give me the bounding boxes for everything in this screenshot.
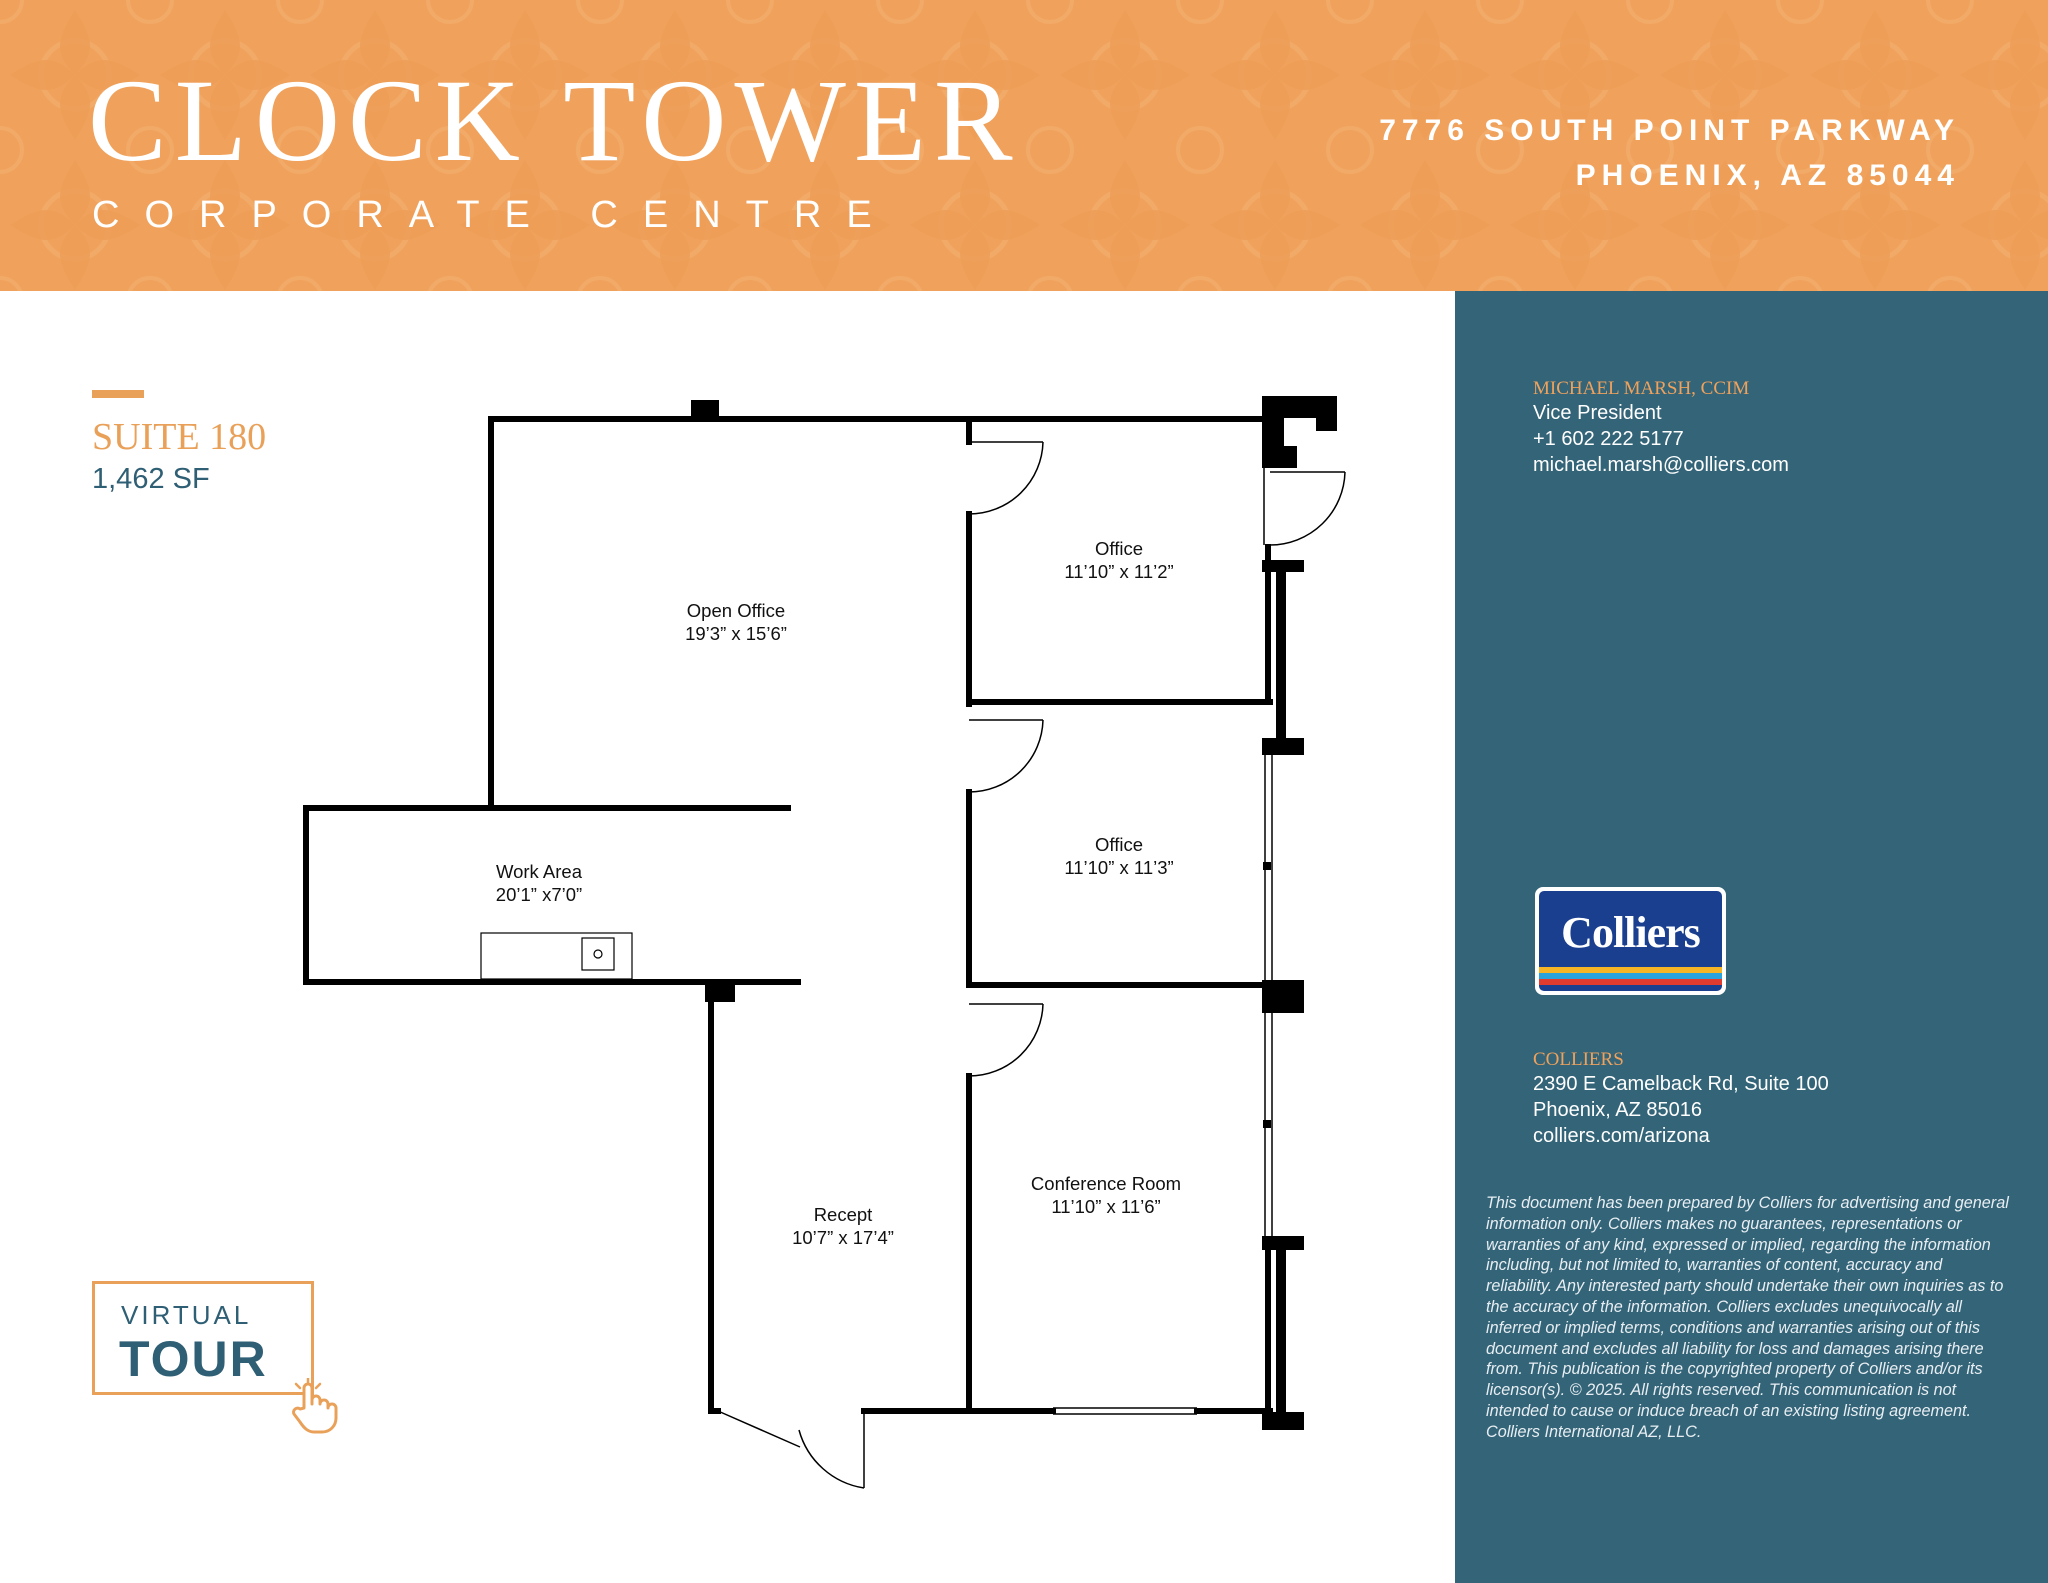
hand-pointer-icon[interactable] <box>290 1378 340 1434</box>
logo-stripe-blue <box>1539 973 1722 979</box>
room-office-2: Office 11’10” x 11’3” <box>1064 833 1173 879</box>
logo-text: Colliers <box>1561 908 1701 957</box>
legal-disclaimer: This document has been prepared by Colli… <box>1486 1194 2009 1441</box>
agent-name: MICHAEL MARSH, CCIM <box>1533 378 1750 399</box>
firm-name: COLLIERS <box>1533 1049 1624 1070</box>
logo-background: Colliers <box>1539 891 1722 991</box>
room-recept: Recept 10’7” x 17’4” <box>792 1203 894 1249</box>
suite-accent-bar <box>92 390 144 398</box>
logo-stripe-red <box>1539 979 1722 985</box>
page-subtitle: CORPORATE CENTRE <box>92 194 897 236</box>
address-line-2: PHOENIX, AZ 85044 <box>1575 159 1960 192</box>
floor-plan <box>303 396 1346 1489</box>
virtual-tour-button[interactable]: VIRTUAL TOUR <box>92 1281 314 1395</box>
property-address: 7776 SOUTH POINT PARKWAY PHOENIX, AZ 850… <box>1379 108 1960 198</box>
room-size: 10’7” x 17’4” <box>792 1227 894 1248</box>
decorative-pattern <box>0 0 2048 291</box>
room-name: Recept <box>813 1204 873 1225</box>
firm-street: 2390 E Camelback Rd, Suite 100 <box>1533 1073 1829 1095</box>
room-size: 19’3” x 15’6” <box>685 623 787 644</box>
room-size: 20’1” x7’0” <box>495 884 583 905</box>
room-size: 11’10” x 11’2” <box>1064 561 1174 582</box>
room-name: Open Office <box>686 600 786 621</box>
room-office-1: Office 11’10” x 11’2” <box>1064 537 1173 583</box>
firm-website-link[interactable]: colliers.com/arizona <box>1533 1125 1710 1147</box>
room-open-office: Open Office 19’3” x 15’6” <box>685 599 787 645</box>
room-name: Work Area <box>495 861 583 882</box>
room-size: 11’10” x 11’3” <box>1064 857 1174 878</box>
room-size: 11’10” x 11’6” <box>1051 1196 1161 1217</box>
agent-title: Vice President <box>1533 402 1662 424</box>
logo-stripe-yellow <box>1539 967 1722 973</box>
agent-email[interactable]: michael.marsh@colliers.com <box>1533 454 1789 476</box>
suite-name: SUITE 180 <box>92 416 267 458</box>
agent-phone[interactable]: +1 602 222 5177 <box>1533 428 1684 450</box>
page-title: CLOCK TOWER <box>88 55 1021 186</box>
address-line-1: 7776 SOUTH POINT PARKWAY <box>1379 114 1960 147</box>
firm-city: Phoenix, AZ 85016 <box>1533 1099 1703 1121</box>
room-name: Office <box>1095 834 1143 855</box>
virtual-tour-line-1: VIRTUAL <box>121 1300 252 1330</box>
colliers-logo: Colliers <box>1535 887 1726 995</box>
suite-area: 1,462 SF <box>92 463 210 495</box>
room-work-area: Work Area 20’1” x7’0” <box>496 860 582 906</box>
room-conference: Conference Room 11’10” x 11’6” <box>1031 1172 1181 1218</box>
header-banner: CLOCK TOWER CORPORATE CENTRE 7776 SOUTH … <box>0 0 2048 291</box>
room-name: Conference Room <box>1030 1173 1182 1194</box>
room-name: Office <box>1095 538 1143 559</box>
virtual-tour-line-2: TOUR <box>119 1331 268 1387</box>
